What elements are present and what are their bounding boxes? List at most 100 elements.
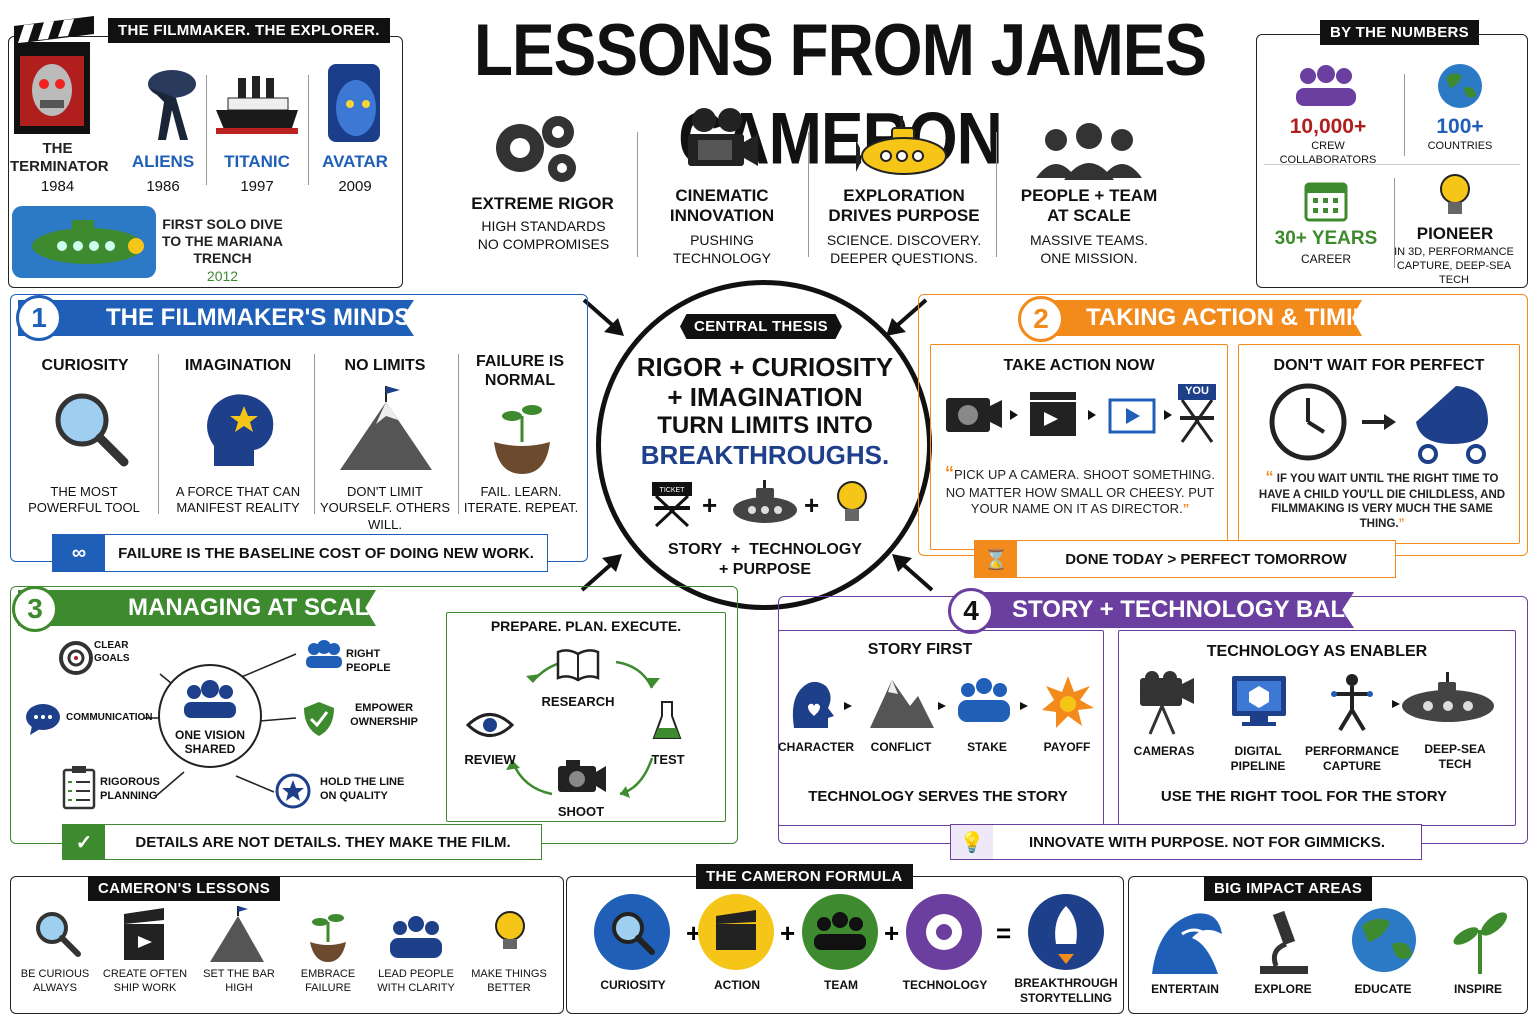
cycle-step: REVIEW xyxy=(464,752,516,767)
cycle-step: TEST xyxy=(651,752,685,767)
team-icon xyxy=(1034,122,1144,182)
tech-icons xyxy=(1136,670,1502,736)
number-value: 10,000+ xyxy=(1289,115,1367,138)
divider xyxy=(1264,164,1520,165)
svg-text:+: + xyxy=(686,918,701,948)
submarine-dive-icon xyxy=(12,206,156,278)
mindset-sub: FAIL. LEARN. ITERATE. REPEAT. xyxy=(463,484,579,516)
calendar-icon xyxy=(1304,178,1348,222)
chat-icon xyxy=(24,702,62,736)
thesis-formula: STORY + TECHNOLOGY xyxy=(668,541,862,558)
film-title: TITANIC xyxy=(224,152,290,171)
divider xyxy=(637,132,638,257)
people-icon xyxy=(304,640,344,670)
mindset-title: IMAGINATION xyxy=(184,357,292,374)
tech-item: DEEP-SEA TECH xyxy=(1424,742,1486,771)
section1-banner: ∞ FAILURE IS THE BASELINE COST OF DOING … xyxy=(52,534,548,572)
number-label: CAREER xyxy=(1300,252,1351,266)
mindset-title: FAILURE IS NORMAL xyxy=(475,353,564,390)
number-value: 100+ xyxy=(1436,115,1484,138)
film-title: ALIENS xyxy=(131,152,195,171)
arrow-icon xyxy=(886,298,928,336)
cycle-arrows xyxy=(506,660,660,798)
cycle-step: SHOOT xyxy=(557,804,605,819)
film-year: 1984 xyxy=(40,178,75,195)
thesis-line: TURN LIMITS INTO xyxy=(657,412,873,439)
impact-item: EXPLORE xyxy=(1254,982,1312,996)
divider xyxy=(808,132,809,257)
svg-text:+: + xyxy=(780,918,795,948)
eye-icon xyxy=(466,710,514,740)
number-label: CREW COLLABORATORS xyxy=(1279,140,1377,166)
banner-separator: > xyxy=(1167,550,1177,568)
number-label: IN 3D, PERFORMANCE CAPTURE, DEEP-SEA TEC… xyxy=(1394,246,1514,286)
section3-header: MANAGING AT SCALE xyxy=(18,590,376,626)
spoke-label: EMPOWER OWNERSHIP xyxy=(350,702,418,728)
lessons-icons xyxy=(28,906,538,966)
cycle-step: RESEARCH xyxy=(541,694,615,709)
thesis-tag: CENTRAL THESIS xyxy=(680,314,842,339)
section1-header: THE FILMMAKER'S MINDSET xyxy=(18,300,414,336)
mountain-flag-icon xyxy=(336,384,436,474)
dive-text: FIRST SOLO DIVE TO THE MARIANA TRENCH xyxy=(161,216,284,266)
quote-text: PICK UP A CAMERA. SHOOT SOMETHING. NO MA… xyxy=(945,467,1215,516)
section1-number: 1 xyxy=(16,295,62,341)
banner-part: DONE TODAY xyxy=(1065,550,1164,568)
book-icon xyxy=(556,648,600,682)
impact-item: INSPIRE xyxy=(1453,982,1502,996)
story-item: PAYOFF xyxy=(1043,740,1091,754)
globe-icon xyxy=(1436,62,1484,110)
pillar-title: EXTREME RIGOR xyxy=(471,194,614,213)
formula-tag: THE CAMERON FORMULA xyxy=(696,864,913,889)
thesis-line: + IMAGINATION xyxy=(667,382,863,412)
spoke-label: COMMUNICATION xyxy=(66,712,153,723)
action-sequence-icon xyxy=(942,378,1220,448)
film-camera-icon xyxy=(684,106,760,178)
lessons-panel xyxy=(10,876,564,1014)
thesis-formula: + PURPOSE xyxy=(718,561,812,578)
lessons-tag: CAMERON'S LESSONS xyxy=(88,876,281,901)
arrow-icon xyxy=(892,554,934,592)
camera-icon xyxy=(556,758,608,794)
tech-item: DIGITAL PIPELINE xyxy=(1230,744,1286,773)
formula-item: CURIOSITY xyxy=(600,978,666,992)
divider xyxy=(458,354,459,514)
dont-wait-title: DON'T WAIT FOR PERFECT xyxy=(1273,357,1485,374)
story-title: STORY FIRST xyxy=(867,641,973,658)
story-item: STAKE xyxy=(967,740,1007,754)
clapper-icon xyxy=(10,16,94,136)
plus-sign: + xyxy=(804,490,820,520)
impact-item: ENTERTAIN xyxy=(1151,982,1219,996)
cycle-box xyxy=(446,612,726,822)
target-icon xyxy=(58,640,94,676)
thesis-line: RIGOR + CURIOSITY xyxy=(636,352,894,382)
magnifier-icon xyxy=(50,388,130,468)
number-label: COUNTRIES xyxy=(1427,140,1493,152)
section4-banner: 💡 INNOVATE WITH PURPOSE. NOT FOR GIMMICK… xyxy=(950,824,1422,860)
number-value: PIONEER xyxy=(1416,224,1494,243)
pillar-sub: HIGH STANDARDS NO COMPROMISES xyxy=(477,218,610,252)
divider xyxy=(158,354,159,514)
team-icon xyxy=(182,680,238,720)
pillar-title: PEOPLE + TEAM AT SCALE xyxy=(1020,186,1158,226)
story-item: CHARACTER xyxy=(778,740,854,754)
arrow-icon xyxy=(582,298,624,336)
banner-text: DONE TODAY > PERFECT TOMORROW xyxy=(1017,551,1395,568)
story-icons xyxy=(784,672,1096,732)
section4-number: 4 xyxy=(948,588,994,634)
spoke-label: RIGHT PEOPLE xyxy=(346,648,391,674)
divider xyxy=(996,132,997,257)
lesson-label: BE CURIOUS ALWAYS xyxy=(20,968,90,994)
star-badge-icon xyxy=(274,772,312,810)
take-action-quote: “PICK UP A CAMERA. SHOOT SOMETHING. NO M… xyxy=(944,463,1215,516)
mindset-title: CURIOSITY xyxy=(41,357,129,374)
hourglass-icon: ⌛ xyxy=(975,541,1017,577)
spoke-label: RIGOROUS PLANNING xyxy=(100,776,160,802)
pillar-sub: SCIENCE. DISCOVERY. DEEPER QUESTIONS. xyxy=(826,232,982,266)
divider xyxy=(206,75,207,185)
checklist-icon xyxy=(62,766,96,810)
story-item: CONFLICT xyxy=(870,740,932,754)
formula-item: TECHNOLOGY xyxy=(902,978,988,992)
impact-icons xyxy=(1148,904,1518,976)
section2-header: TAKING ACTION & TIMING xyxy=(1028,300,1362,336)
